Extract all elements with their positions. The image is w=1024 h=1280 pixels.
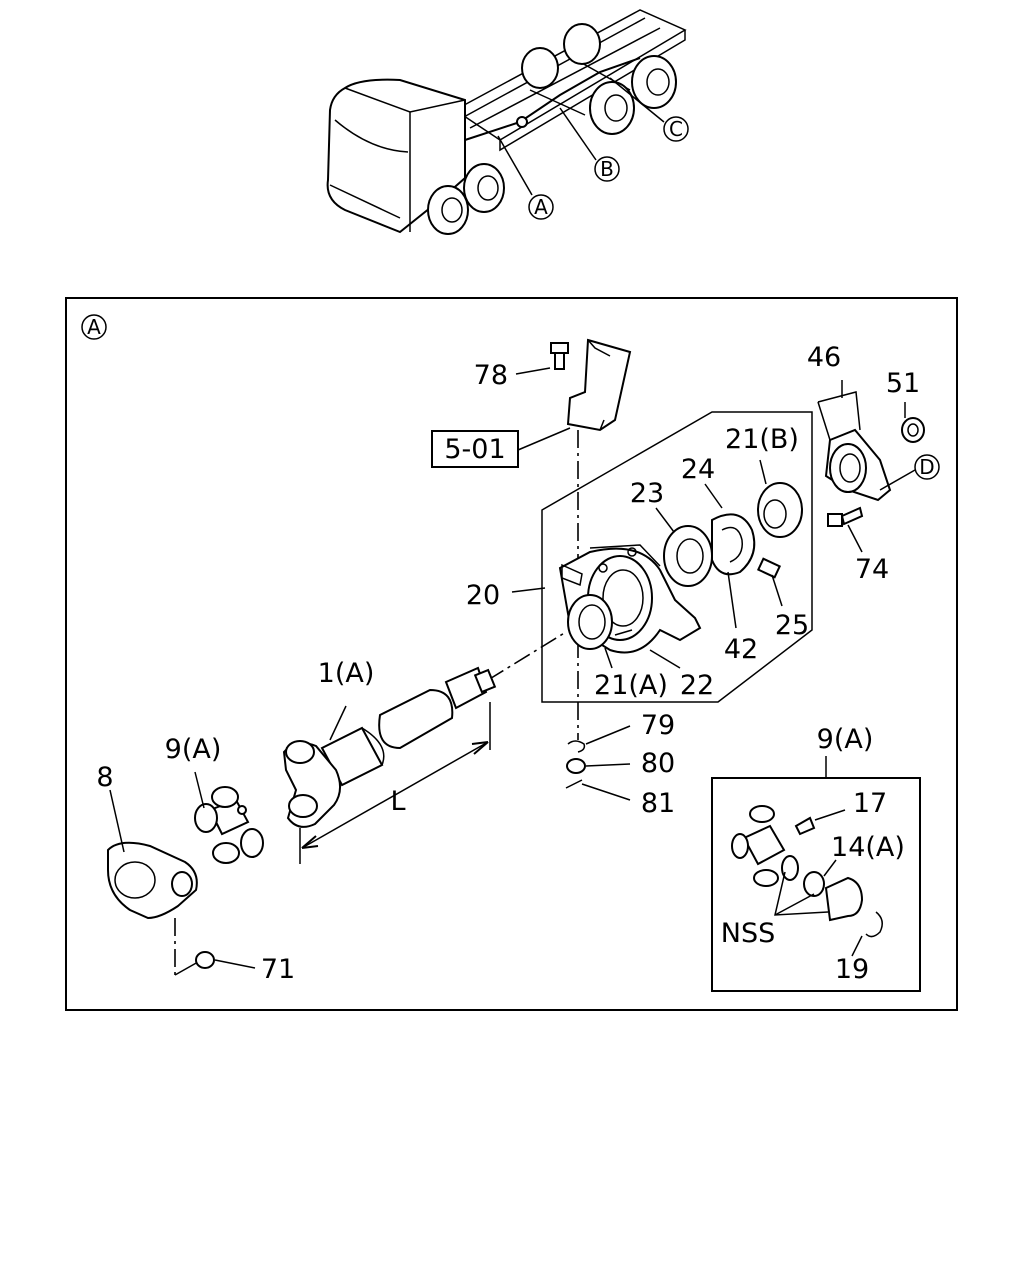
- callout-b: B: [600, 157, 614, 181]
- truck-overview: A B C: [326, 9, 689, 235]
- universal-joint: [194, 771, 264, 864]
- bearing-23: [663, 525, 713, 587]
- label-25: 25: [775, 610, 809, 641]
- label-51: 51: [886, 368, 920, 399]
- flange-yoke: [107, 789, 198, 920]
- fasteners-79-81: [565, 725, 631, 801]
- label-79: 79: [641, 710, 675, 741]
- inset-title: 9(A): [817, 724, 874, 755]
- label-length: L: [390, 786, 405, 817]
- label-78: 78: [474, 360, 508, 391]
- label-21b: 21(B): [725, 424, 799, 455]
- grease-nipple-25: [756, 557, 782, 579]
- label-81: 81: [641, 788, 675, 819]
- nut-51: [901, 417, 925, 443]
- callout-b-circle: [594, 156, 620, 182]
- detail-frame: [65, 297, 958, 1011]
- label-22: 22: [680, 670, 714, 701]
- propeller-shaft: [282, 631, 567, 864]
- label-24: 24: [681, 454, 715, 485]
- label-80: 80: [641, 748, 675, 779]
- inset-label-nss: NSS: [721, 918, 775, 949]
- detail-frame-label: A: [87, 315, 101, 339]
- ref-box-5-01: [431, 430, 519, 468]
- callout-a-circle: [528, 194, 554, 220]
- ref-box-label: 5-01: [444, 434, 505, 465]
- label-71: 71: [261, 954, 295, 985]
- label-20: 20: [466, 580, 500, 611]
- callout-c: C: [669, 117, 683, 141]
- label-74: 74: [855, 554, 889, 585]
- connector-d: D: [919, 455, 934, 479]
- label-23: 23: [630, 478, 664, 509]
- label-1a: 1(A): [318, 658, 375, 689]
- inset-label-19: 19: [835, 954, 869, 985]
- cushion-24: [711, 513, 756, 576]
- inset-label-17: 17: [853, 788, 887, 819]
- inset-label-14a: 14(A): [831, 832, 905, 863]
- label-42: 42: [724, 634, 758, 665]
- companion-flange-46: [817, 391, 892, 502]
- seal-21a: [567, 594, 613, 650]
- label-8: 8: [96, 762, 113, 793]
- label-46: 46: [807, 342, 841, 373]
- inset-bearing: [803, 871, 883, 938]
- callout-c-circle: [663, 116, 689, 142]
- nut-71: [174, 918, 256, 976]
- bearing-group-outline: [541, 411, 813, 703]
- label-9a: 9(A): [165, 734, 222, 765]
- inset-spider: [731, 805, 846, 887]
- bolt-74: [827, 506, 864, 527]
- bracket: [515, 338, 632, 451]
- label-21a: 21(A): [594, 670, 668, 701]
- seal-21b: [757, 482, 803, 538]
- callout-a: A: [534, 195, 548, 219]
